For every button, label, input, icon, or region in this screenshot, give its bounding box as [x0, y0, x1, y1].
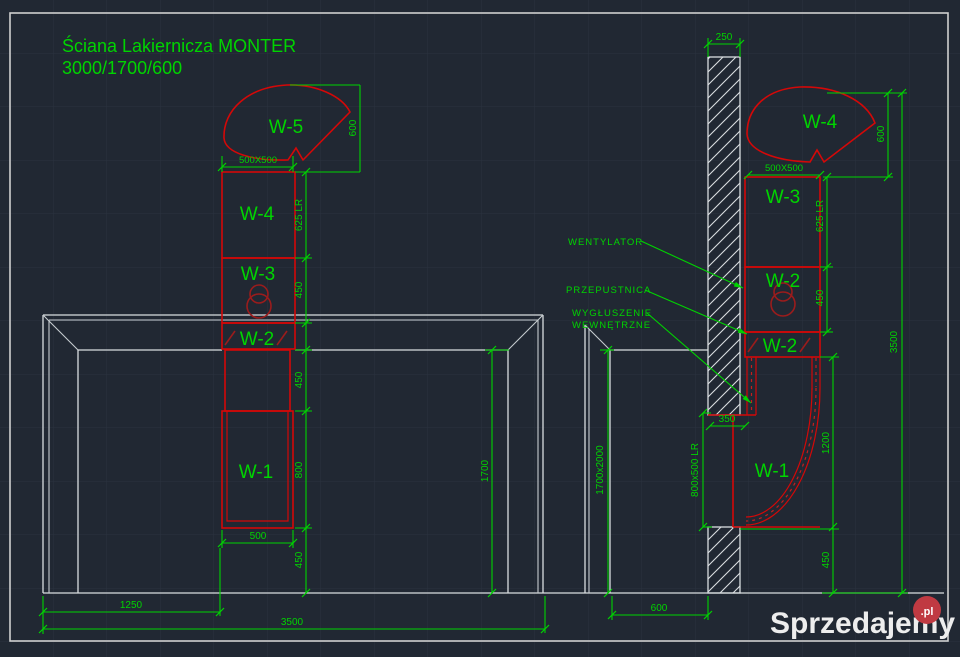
wall-lower	[707, 526, 741, 594]
dim-625lr: 625 LR	[294, 199, 305, 231]
right-view-section: W-4 W-3 W-2 W-2 W-1 WENTYLATOR PRZEPUSTN…	[566, 32, 908, 620]
dim-450-bottom-side: 450	[821, 551, 832, 568]
label-w4: W-4	[240, 204, 275, 225]
annotation-wygluszenie-1: WYGŁUSZENIE	[572, 308, 652, 319]
dim-3500-side: 3500	[889, 330, 900, 353]
booth-side-outline	[584, 324, 708, 593]
damper-slash-right-side	[799, 337, 811, 353]
watermark-badge	[913, 596, 941, 624]
module-w1-box	[221, 410, 294, 529]
dim-3500: 3500	[281, 617, 304, 628]
leader-arrow-przepustnica	[737, 328, 747, 334]
watermark-logo: Sprzedajemy .pl	[770, 596, 955, 640]
dim-500x500: 500X500	[239, 155, 277, 166]
label-w2-damper: W-2	[763, 336, 797, 357]
fan-symbol-small	[249, 284, 269, 304]
watermark-suffix: .pl	[921, 606, 934, 618]
booth-front-outline	[42, 314, 544, 593]
dim-450-w3: 450	[294, 281, 305, 298]
dim-500: 500	[250, 531, 267, 542]
module-w2-damper-box	[744, 331, 821, 358]
wall-section	[707, 56, 741, 594]
label-w5: W-5	[269, 117, 303, 138]
dim-500x500-side: 500X500	[765, 163, 803, 174]
left-dimensions: 600 500X500 625 LR 450 450 800 450	[38, 84, 550, 634]
leader-arrow-wygluszenie	[742, 395, 751, 403]
right-module-labels: W-4 W-3 W-2 W-2 W-1	[755, 112, 838, 482]
label-w3: W-3	[241, 264, 275, 285]
dim-1200: 1200	[821, 431, 832, 454]
module-w1-inner	[226, 411, 289, 522]
dim-600: 600	[348, 119, 359, 136]
dim-350: 350	[719, 414, 736, 425]
leader-arrow-wentylator	[733, 281, 743, 288]
label-w2-fan: W-2	[766, 271, 800, 292]
dim-600-bottom: 600	[651, 603, 668, 614]
drawing-title: Ściana Lakiernicza MONTER 3000/1700/600	[62, 35, 296, 78]
damper-slash-left-side	[747, 337, 759, 353]
elbow-insulation	[745, 387, 817, 522]
module-w2-box	[221, 322, 296, 350]
elbow-inner-arc	[745, 387, 813, 518]
duct-column-side	[708, 86, 876, 528]
damper-slash-left	[224, 330, 236, 346]
dim-800x500lr: 800x500 LR	[690, 443, 701, 497]
duct-column-front	[221, 84, 351, 529]
annotation-wentylator: WENTYLATOR	[568, 237, 643, 248]
annotation-wygluszenie-2: WEWNĘTRZNE	[572, 320, 651, 331]
damper-slash-right	[276, 330, 288, 346]
dim-250: 250	[716, 32, 733, 43]
dim-1700x2000: 1700x2000	[595, 445, 606, 495]
dim-450-mid: 450	[294, 371, 305, 388]
elbow-outer-arc	[745, 387, 821, 526]
label-w1: W-1	[239, 462, 273, 483]
left-view-front: W-5 W-4 W-3 W-2 W-1 600 500X500	[38, 84, 550, 634]
left-module-labels: W-5 W-4 W-3 W-2 W-1	[239, 117, 303, 483]
dim-1250: 1250	[120, 600, 143, 611]
dim-600-fan: 600	[876, 125, 887, 142]
fan-symbol-large-side	[770, 291, 796, 317]
wall-upper	[707, 56, 741, 416]
dim-450-side: 450	[815, 289, 826, 306]
dim-625lr-side: 625 LR	[815, 200, 826, 232]
title-line1: Ściana Lakiernicza MONTER	[62, 35, 296, 56]
dim-1700: 1700	[480, 459, 491, 482]
dim-450-bottom: 450	[294, 551, 305, 568]
fan-housing-w4	[746, 86, 876, 164]
sheet-frame	[9, 12, 949, 642]
annotations: WENTYLATOR PRZEPUSTNICA WYGŁUSZENIE WEWN…	[566, 237, 752, 404]
label-w2: W-2	[240, 329, 274, 350]
fan-symbol-small-side	[773, 282, 793, 302]
annotation-przepustnica: PRZEPUSTNICA	[566, 285, 651, 296]
fan-housing-w5	[223, 84, 351, 162]
dim-800: 800	[294, 461, 305, 478]
title-line2: 3000/1700/600	[62, 58, 182, 78]
label-w1-side: W-1	[755, 461, 789, 482]
right-dimensions: 250 600 500X500 625 LR 450 1200 450	[595, 32, 908, 620]
label-w3-side: W-3	[766, 187, 800, 208]
fan-symbol-large	[246, 293, 272, 319]
label-w4-side: W-4	[803, 112, 838, 133]
